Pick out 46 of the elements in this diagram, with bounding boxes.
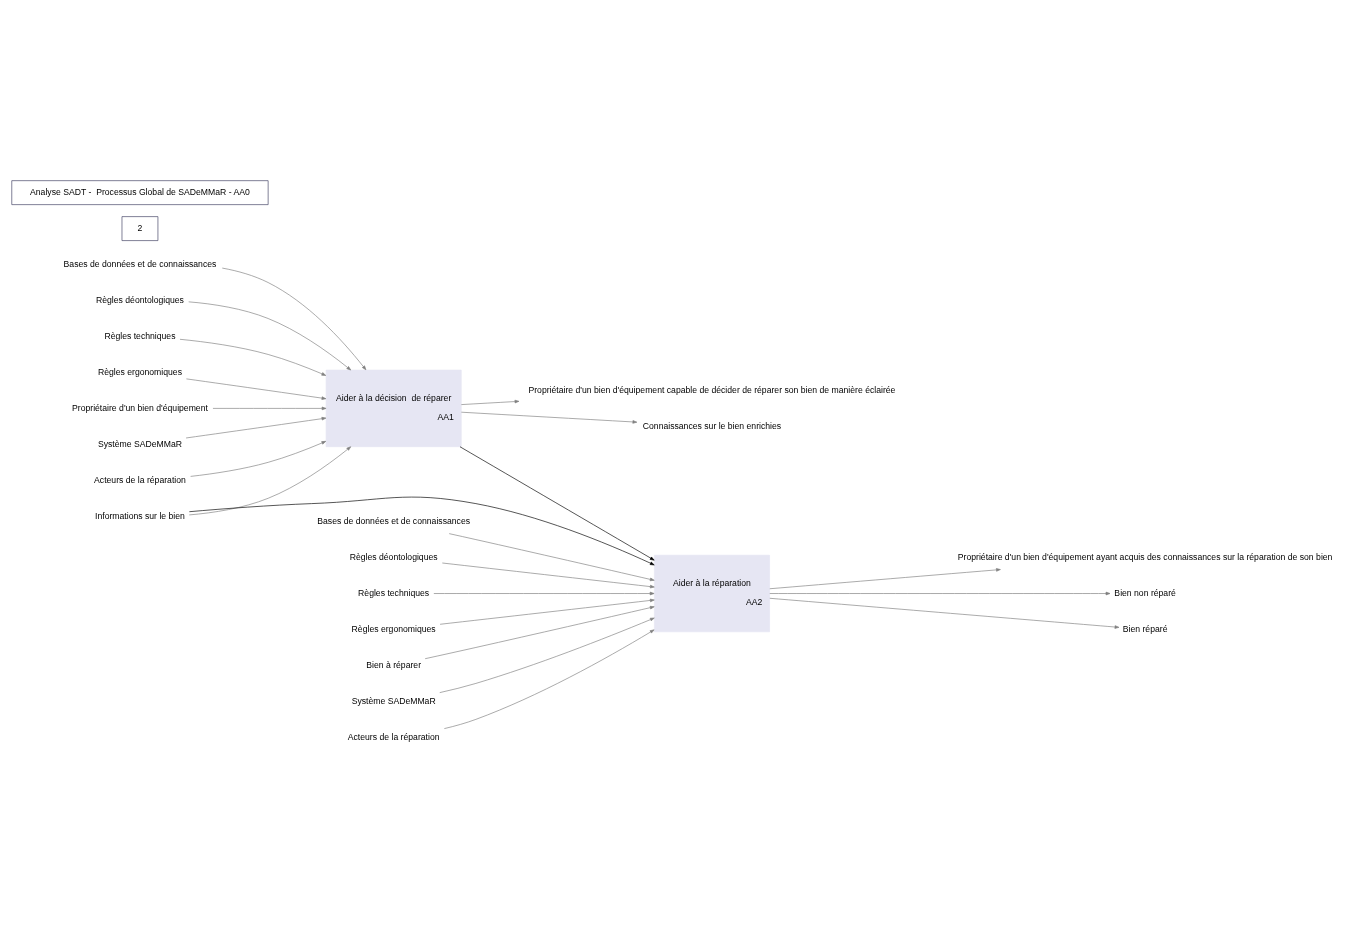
arrow <box>185 416 327 439</box>
arrow <box>441 562 655 589</box>
node-box: Aider à la réparation AA2 <box>654 554 770 633</box>
arrow <box>461 399 520 405</box>
arrow <box>459 446 655 561</box>
arrow <box>769 597 1120 629</box>
arrow <box>212 406 327 411</box>
arrow <box>448 533 655 582</box>
node-text: Acteurs de la réparation <box>347 731 440 742</box>
node-text: Règles techniques <box>104 330 176 341</box>
node-text: Règles ergonomiques <box>97 366 182 377</box>
node-text: Bien non réparé <box>1114 587 1176 598</box>
arrow <box>433 591 655 596</box>
arrow <box>444 629 655 729</box>
node-text: Bases de données et de connaissances <box>317 515 471 526</box>
arrow <box>186 378 327 400</box>
arrow <box>190 441 327 477</box>
label: 2 <box>137 222 143 233</box>
node-text: Règles déontologiques <box>96 294 184 305</box>
node-text: Connaissances sur le bien enrichies <box>642 420 782 431</box>
node-box: Aider à la décision de réparer AA1 <box>325 369 462 448</box>
node-text: Système SADeMMaR <box>351 695 436 706</box>
arrow <box>461 411 638 424</box>
node-text: Acteurs de la réparation <box>94 474 186 485</box>
node-text: Règles techniques <box>358 587 430 598</box>
node-text: Propriétaire d'un bien d'équipement capable de décider de réparer son bien de manière éclairée <box>528 384 896 395</box>
arrow <box>424 605 655 660</box>
label: Analyse SADT - Processus Global de SADeMMaR - AA0 <box>30 186 250 197</box>
arrow <box>189 496 655 566</box>
node-text: Bien réparé <box>1122 623 1168 634</box>
arrow <box>439 598 655 625</box>
node-text: Bases de données et de connaissances <box>63 258 217 269</box>
arrow <box>179 338 327 376</box>
arrow <box>439 617 655 693</box>
node-text: Règles déontologiques <box>349 551 438 562</box>
node-text: Bien à réparer <box>366 659 422 670</box>
arrow <box>769 591 1111 596</box>
node-text: Système SADeMMaR <box>97 438 182 449</box>
arrow <box>221 267 367 371</box>
node-text: Propriétaire d'un bien d'équipement ayant acquis des connaissances sur la réparation de son bien <box>957 551 1333 562</box>
node-text: Informations sur le bien <box>95 510 185 521</box>
node-text: Règles ergonomiques <box>351 623 436 634</box>
arrow <box>188 446 352 516</box>
arrow <box>188 301 352 371</box>
arrow <box>769 568 1001 590</box>
node-text: Propriétaire d'un bien d'équipement <box>72 402 208 413</box>
